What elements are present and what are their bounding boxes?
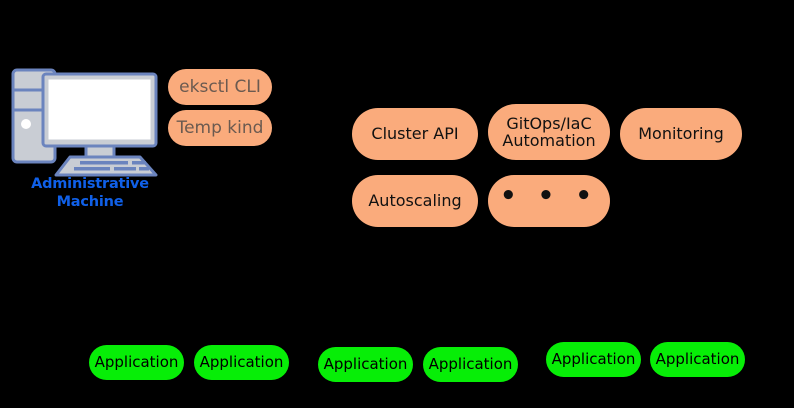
- tool-pill-eksctl-cli[interactable]: eksctl CLI: [168, 69, 272, 105]
- component-pill-cluster-api[interactable]: Cluster API: [352, 108, 478, 160]
- application-pill[interactable]: Application: [650, 342, 745, 377]
- application-pill-label: Application: [199, 353, 284, 372]
- component-pill-ellipsis[interactable]: • • •: [488, 175, 610, 227]
- application-pill[interactable]: Application: [89, 345, 184, 380]
- component-pill-ellipsis-label: • • •: [500, 180, 598, 211]
- computer-monitor-icon: [41, 72, 158, 162]
- component-pill-monitoring[interactable]: Monitoring: [620, 108, 742, 160]
- component-pill-gitops-line1: GitOps/IaC: [506, 113, 592, 133]
- admin-machine-label-line2: Machine: [56, 194, 124, 211]
- application-pill[interactable]: Application: [194, 345, 289, 380]
- application-pill[interactable]: Application: [423, 347, 518, 382]
- admin-machine-label: Administrative Machine: [10, 175, 170, 211]
- component-pill-cluster-api-label: Cluster API: [371, 124, 459, 144]
- component-pill-autoscaling-label: Autoscaling: [368, 191, 462, 211]
- admin-machine-label-line1: Administrative: [31, 176, 149, 192]
- application-pill-label: Application: [551, 350, 636, 369]
- application-pill[interactable]: Application: [546, 342, 641, 377]
- component-pill-monitoring-label: Monitoring: [638, 124, 724, 144]
- application-pill-label: Application: [655, 350, 740, 369]
- tool-pill-eksctl-cli-label: eksctl CLI: [179, 76, 261, 97]
- desktop-computer-icon: [8, 62, 168, 177]
- component-pill-autoscaling[interactable]: Autoscaling: [352, 175, 478, 227]
- application-pill-label: Application: [323, 355, 408, 374]
- tool-pill-temp-kind[interactable]: Temp kind: [168, 110, 272, 146]
- tool-pill-temp-kind-label: Temp kind: [176, 117, 264, 138]
- computer-keyboard-icon: [54, 155, 158, 177]
- component-pill-gitops-line2: Automation: [502, 131, 596, 150]
- application-pill-label: Application: [428, 355, 513, 374]
- component-pill-gitops-iac-automation[interactable]: GitOps/IaC Automation: [488, 104, 610, 160]
- application-pill-label: Application: [94, 353, 179, 372]
- application-pill[interactable]: Application: [318, 347, 413, 382]
